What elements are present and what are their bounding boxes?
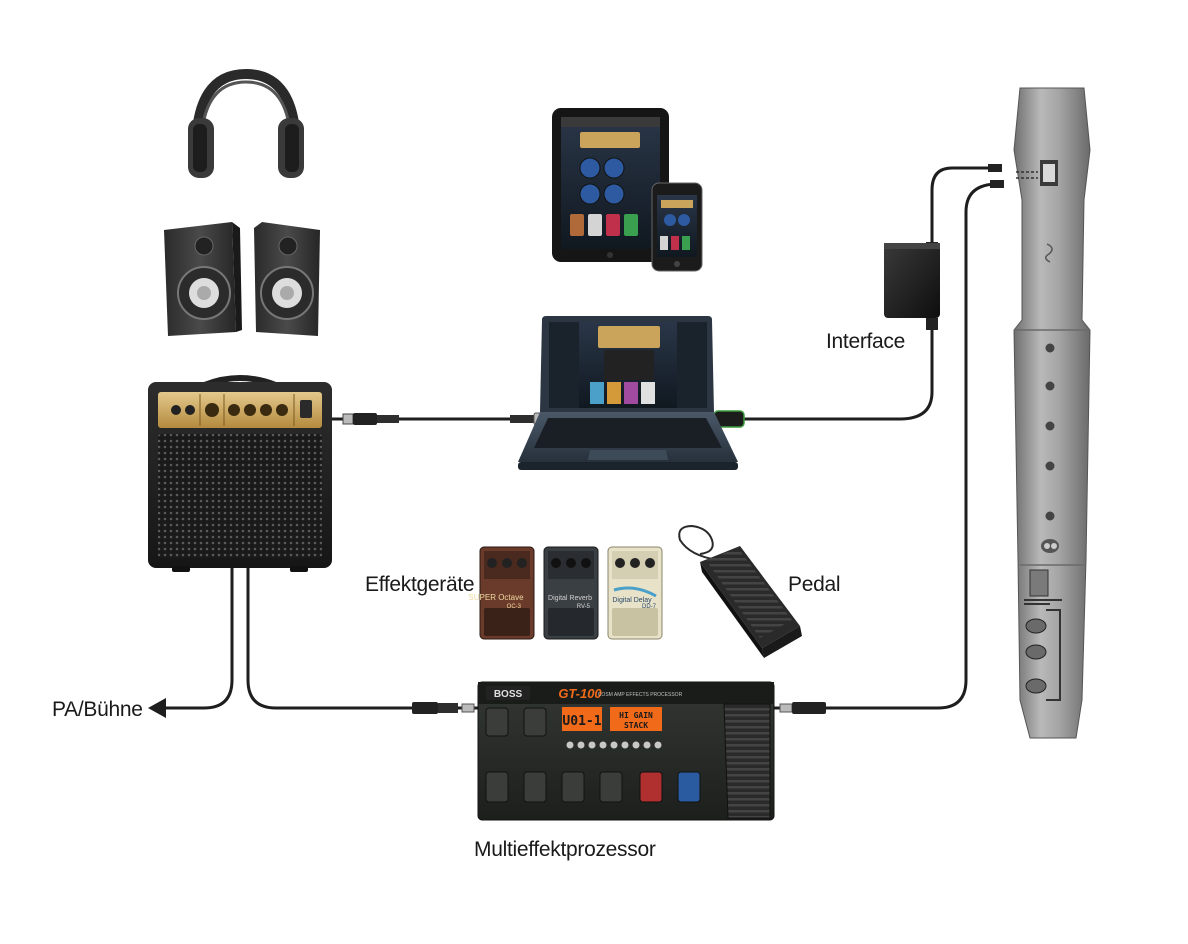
expression-pedal-icon: [678, 524, 802, 658]
cable-interface-recorder: [930, 166, 994, 245]
pedal-2-name: Digital Reverb: [548, 595, 592, 602]
speakers-icon: [164, 222, 320, 336]
pedal-1-model: OC-3: [507, 604, 522, 610]
pedal-3-model: DD-7: [642, 604, 657, 610]
audio-interface-icon: [884, 243, 940, 318]
cable-laptop-interface: [740, 318, 934, 421]
cable-gt-amp: [246, 565, 480, 710]
arrow-left-icon: [148, 698, 166, 718]
tablet-icon: [552, 108, 669, 262]
effects-label: Effektgeräte: [365, 573, 474, 596]
gt-subtitle: COSM AMP EFFECTS PROCESSOR: [598, 692, 683, 698]
boss-logo: BOSS: [494, 689, 523, 700]
pa-label: PA/Bühne: [52, 698, 143, 721]
headphones-icon: [188, 68, 304, 178]
multi-label: Multieffektprozessor: [474, 838, 656, 861]
lcd-right-1: HI GAIN: [619, 711, 653, 720]
lcd-right-2: STACK: [624, 721, 648, 730]
effect-pedal-icon: [479, 546, 663, 640]
laptop-icon: [518, 316, 738, 470]
recorder-icon: [1013, 87, 1091, 739]
multi-effects-icon: [477, 681, 775, 821]
pedal-1-name: SUPER Octave: [468, 593, 524, 602]
gt-model: GT-100: [558, 686, 602, 701]
interface-label: Interface: [826, 330, 905, 353]
cable-recorder-gt: [773, 182, 1000, 710]
cables: [158, 166, 1000, 710]
pedal-3-name: Digital Delay: [612, 597, 652, 604]
cable-amp-pa: [158, 565, 234, 710]
pedal-2-model: RV-5: [577, 604, 591, 610]
pedal-label: Pedal: [788, 573, 840, 596]
phone-icon: [651, 182, 703, 272]
amplifier-icon: [148, 375, 332, 572]
lcd-left: U01-1: [562, 714, 601, 729]
